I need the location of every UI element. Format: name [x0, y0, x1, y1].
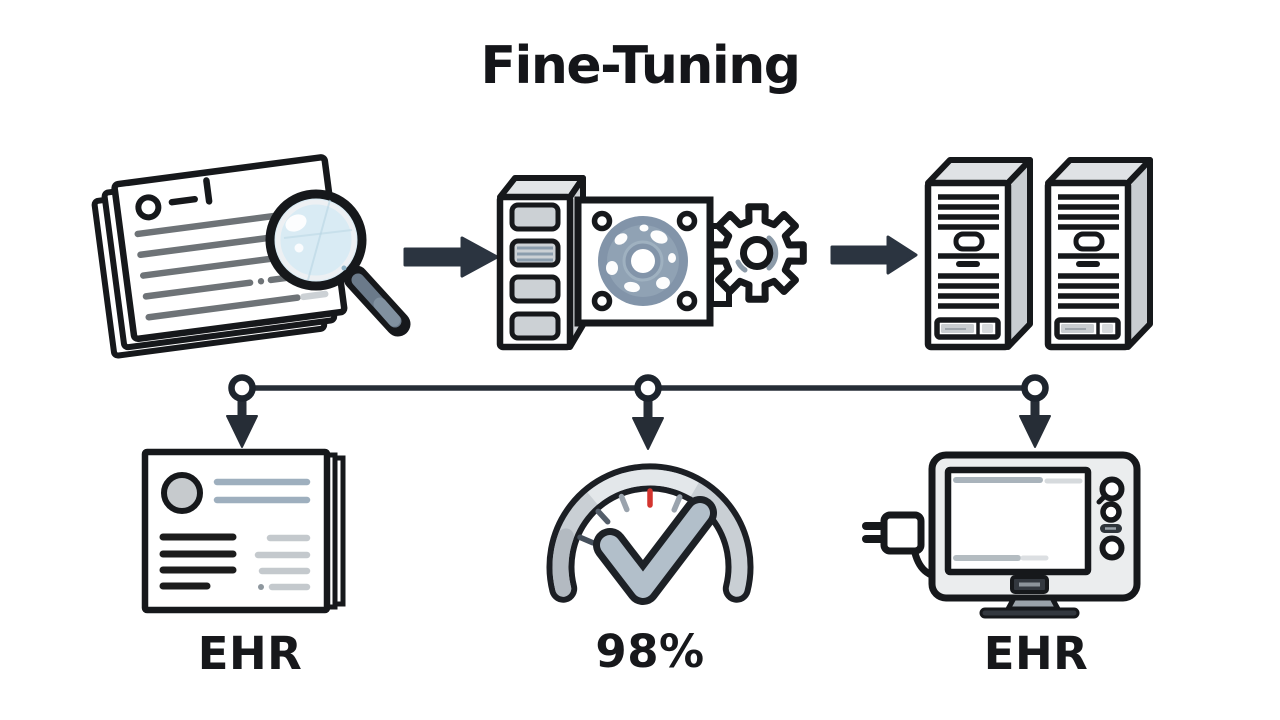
- label-ehr-source: EHR: [197, 627, 303, 680]
- right-arrow-icon: [830, 235, 918, 275]
- slot-stripes: [517, 246, 553, 262]
- engine-tower: [496, 175, 586, 351]
- magnifier-icon: [265, 189, 411, 337]
- monitor-base: [979, 607, 1080, 619]
- down-arrow-icon: [632, 417, 664, 450]
- monitor-stand: [1005, 595, 1061, 612]
- record-header-lines: [213, 478, 311, 504]
- page-title: Fine-Tuning: [480, 36, 801, 96]
- connector-node: [634, 374, 662, 402]
- ehr-record-stack-icon: [141, 448, 346, 614]
- checkmark-icon: [593, 496, 717, 605]
- connector-node: [1021, 374, 1049, 402]
- gauge-ticks: [577, 488, 683, 546]
- label-ehr-system: EHR: [983, 627, 1089, 680]
- gear-icon: [707, 203, 807, 303]
- record-avatar: [161, 472, 203, 514]
- down-arrow-icon: [226, 415, 258, 448]
- label-accuracy-percent: 98%: [595, 625, 705, 678]
- server-tower: [924, 157, 1033, 351]
- dual-server-towers-icon: [924, 157, 1150, 351]
- monitor-screen: [944, 466, 1092, 576]
- record-body-lines: [159, 533, 237, 590]
- branch-connector: [226, 374, 1051, 450]
- screen-content-lines: [953, 477, 1083, 561]
- engine-plate: [574, 196, 732, 327]
- documents-magnifier-icon: [91, 154, 411, 359]
- server-engine-gear-icon: [496, 175, 807, 351]
- terminal-plug-icon: [862, 451, 1141, 619]
- right-arrow-icon: [403, 236, 499, 278]
- engine-disc: [598, 216, 688, 306]
- plug-icon: [862, 511, 925, 555]
- record-light-lines: [254, 534, 311, 591]
- gauge-checkmark-icon: [546, 463, 754, 605]
- connector-node: [228, 374, 256, 402]
- down-arrow-icon: [1019, 415, 1051, 448]
- server-tower: [1048, 160, 1150, 347]
- monitor-buttons: [1096, 476, 1125, 561]
